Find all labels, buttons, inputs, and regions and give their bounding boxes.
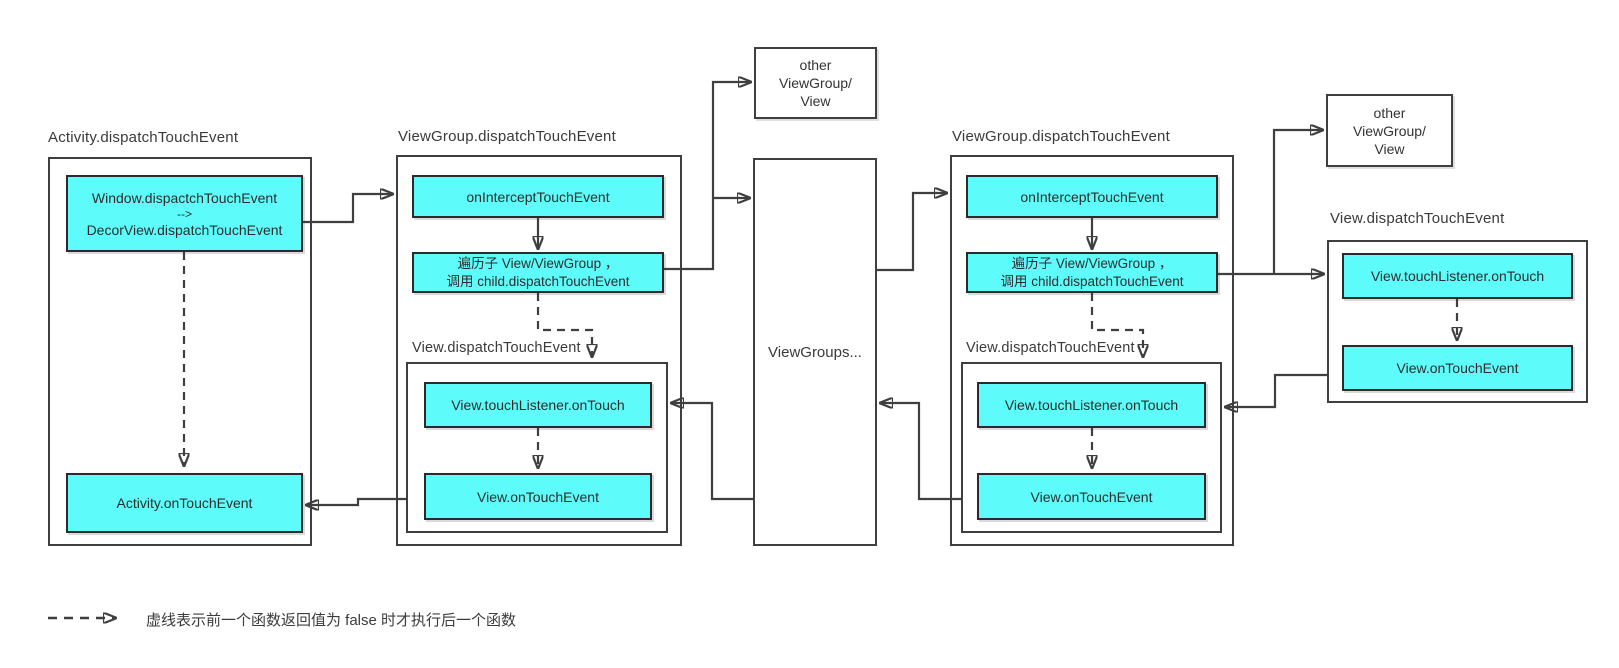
activity-ontouchevent-label: Activity.onTouchEvent	[116, 495, 253, 511]
viewgroups-middle-box: ViewGroups...	[753, 158, 877, 546]
arrow-viewgroups-to-viewgroup-right	[877, 193, 947, 272]
arrow-traverse-right-to-other-right	[1272, 130, 1323, 274]
traverse-right-line2: 调用 child.dispatchTouchEvent	[1000, 273, 1184, 289]
ontouchevent-node-right: View.onTouchEvent	[977, 473, 1206, 520]
arrow-window-to-viewgroup-left	[303, 194, 393, 224]
touchlistener-rightmost-label: View.touchListener.onTouch	[1370, 268, 1545, 284]
arrow-text: -->	[177, 206, 192, 221]
view-dispatch-right-title: View.dispatchTouchEvent	[966, 340, 1135, 356]
traverse-children-node-left: 遍历子 View/ViewGroup ， 调用 child.dispatchTo…	[412, 252, 664, 293]
traverse-right-line1: 遍历子 View/ViewGroup ，	[1011, 255, 1173, 271]
viewgroups-middle-label: ViewGroups...	[768, 343, 862, 361]
other-right-line2: ViewGroup/	[1353, 122, 1426, 139]
onintercept-node-left: onInterceptTouchEvent	[412, 175, 664, 218]
arrow-viewgroup-right-return-to-viewgroups	[880, 403, 961, 501]
other-top-line3: View	[800, 93, 831, 109]
ontouchevent-rightmost-label: View.onTouchEvent	[1396, 360, 1519, 376]
activity-section-title: Activity.dispatchTouchEvent	[48, 129, 239, 146]
window-dispatch-line: Window.dispactchTouchEvent	[91, 189, 278, 206]
window-decorview-dispatch-node: Window.dispactchTouchEvent --> DecorView…	[66, 175, 303, 252]
other-right-line1: other	[1373, 104, 1406, 121]
legend-text: 虚线表示前一个函数返回值为 false 时才执行后一个函数	[146, 612, 517, 629]
touchlistener-left-label: View.touchListener.onTouch	[451, 397, 625, 413]
other-top-line1: other	[799, 57, 832, 73]
activity-ontouchevent-node: Activity.onTouchEvent	[66, 473, 303, 533]
onintercept-left-label: onInterceptTouchEvent	[466, 188, 610, 205]
arrow-view-rightmost-return-to-viewgroup-right	[1225, 373, 1327, 407]
decorview-dispatch-line: DecorView.dispatchTouchEvent	[86, 221, 283, 238]
touchlistener-node-left: View.touchListener.onTouch	[424, 382, 652, 428]
other-right-line3: View	[1374, 140, 1405, 157]
traverse-children-node-right: 遍历子 View/ViewGroup ， 调用 child.dispatchTo…	[966, 252, 1218, 293]
ontouchevent-node-left: View.onTouchEvent	[424, 473, 652, 520]
onintercept-right-label: onInterceptTouchEvent	[1020, 188, 1164, 205]
viewgroup-left-title: ViewGroup.dispatchTouchEvent	[398, 128, 616, 145]
arrow-viewgroups-return-to-viewgroup-left	[671, 403, 753, 501]
view-rightmost-title: View.dispatchTouchEvent	[1330, 210, 1505, 227]
other-viewgroup-view-top-box: other ViewGroup/ View	[754, 47, 877, 119]
other-top-line2: ViewGroup/	[779, 75, 852, 91]
onintercept-node-right: onInterceptTouchEvent	[966, 175, 1218, 218]
ontouchevent-left-label: View.onTouchEvent	[477, 488, 599, 505]
ontouchevent-node-rightmost: View.onTouchEvent	[1342, 345, 1573, 391]
traverse-left-line1: 遍历子 View/ViewGroup ，	[457, 255, 619, 271]
touchlistener-right-label: View.touchListener.onTouch	[1004, 397, 1179, 413]
view-dispatch-left-title: View.dispatchTouchEvent	[412, 340, 581, 356]
touchlistener-node-rightmost: View.touchListener.onTouch	[1342, 253, 1573, 299]
touchlistener-node-right: View.touchListener.onTouch	[977, 382, 1206, 428]
viewgroup-right-title: ViewGroup.dispatchTouchEvent	[952, 128, 1170, 145]
other-viewgroup-view-right-box: other ViewGroup/ View	[1326, 94, 1453, 167]
arrow-viewgroup-left-return-to-activity	[306, 497, 406, 505]
traverse-left-line2: 调用 child.dispatchTouchEvent	[446, 273, 630, 289]
ontouchevent-right-label: View.onTouchEvent	[1030, 488, 1153, 505]
